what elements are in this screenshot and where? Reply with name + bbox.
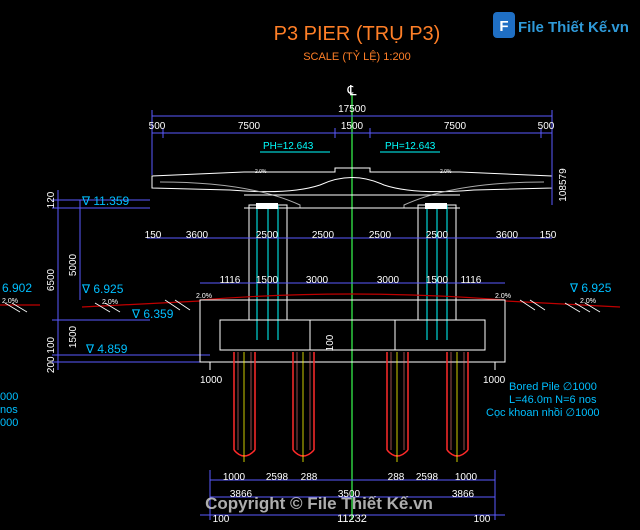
watermark-text: File Thiết Kế.vn (518, 19, 629, 36)
bottom-dim-9: 3866 (452, 489, 475, 500)
top-dim-lines (151, 110, 553, 175)
drawing-scale: SCALE (TỶ LỆ) 1:200 (303, 50, 411, 63)
ph-label-left: PH=12.643 (263, 141, 314, 152)
pier-columns (248, 203, 457, 340)
footing-dim-2: 1500 (256, 275, 279, 286)
bottom-dim-4: 288 (388, 472, 405, 483)
pile-4 (446, 352, 469, 462)
dim-top-seg-3: 1500 (341, 121, 364, 132)
dim-footing: 1500 (68, 325, 79, 348)
watermark-logo: F File Thiết Kế.vn (493, 12, 629, 38)
elev-footing-bottom: ∇ 4.859 (85, 342, 128, 356)
pile-note-2: L=46.0m N=6 nos (509, 394, 597, 406)
beam-dim-8: 150 (540, 230, 557, 241)
footing-dim-6: 1116 (461, 275, 482, 286)
dim-top-seg-5: 500 (538, 121, 555, 132)
pile-hatch (237, 352, 465, 450)
ground-lines (0, 293, 621, 308)
footing-dim-4: 3000 (377, 275, 400, 286)
cap-slope-right: 2.0% (440, 169, 452, 175)
elev-ground-far-left: 6.902 (2, 281, 32, 295)
cap-slope-left: 2.0% (255, 169, 267, 175)
footing-dim-5: 1500 (426, 275, 449, 286)
pile-3 (386, 352, 409, 462)
dim-base: 200 100 (46, 336, 57, 373)
elev-ground-left: ∇ 6.925 (81, 282, 124, 296)
pile-1 (233, 352, 256, 462)
beam-dim-4: 2500 (312, 230, 335, 241)
footing-dim-1: 1116 (220, 275, 241, 286)
ph-label-right: PH=12.643 (385, 141, 436, 152)
left-partial-2: nos (0, 404, 18, 416)
bottom-dim-5: 2598 (416, 472, 439, 483)
slope-right-2: 2.0% (580, 298, 596, 305)
bottom-dim-12: 100 (474, 514, 491, 525)
dim-col-height: 5000 (68, 253, 79, 276)
bottom-dim-8: 3500 (338, 489, 361, 500)
bottom-dim-2: 2598 (266, 472, 289, 483)
footing-dim-3: 3000 (306, 275, 329, 286)
bottom-dim-6: 1000 (455, 472, 478, 483)
centerline-symbol: ℄ (347, 82, 357, 98)
pile-note-3: Cọc khoan nhồi ∅1000 (486, 407, 600, 419)
elev-footing-top: ∇ 6.359 (131, 307, 174, 321)
bored-piles (233, 352, 469, 462)
dim-top-seg-1: 500 (149, 121, 166, 132)
beam-dim-7: 3600 (496, 230, 519, 241)
beam-dim-3: 2500 (256, 230, 279, 241)
beam-dim-6: 2500 (426, 230, 449, 241)
copyright-text: Copyright © File Thiết Kế.vn (205, 494, 433, 513)
pile-2 (292, 352, 315, 462)
ground-hatch (4, 299, 601, 313)
slope-left-1: 2.0% (2, 298, 18, 305)
dim-top-seg-2: 7500 (238, 121, 261, 132)
bottom-dim-10: 100 (213, 514, 230, 525)
dim-cap-left: 120 (46, 191, 57, 208)
left-partial-3: 000 (0, 417, 18, 429)
bottom-dim-3: 288 (301, 472, 318, 483)
pile-note-1: Bored Pile ∅1000 (509, 381, 597, 393)
elev-ground-right: ∇ 6.925 (569, 281, 612, 295)
dim-left-1000: 1000 (200, 375, 223, 386)
left-partial-1: 000 (0, 391, 18, 403)
pile-inner-dim: 100 (325, 334, 336, 351)
bottom-dim-7: 3866 (230, 489, 253, 500)
dim-top-seg-4: 7500 (444, 121, 467, 132)
bottom-dim-11: 11232 (337, 513, 367, 525)
dim-overall-width: 17500 (338, 104, 366, 115)
beam-dim-5: 2500 (369, 230, 392, 241)
left-dim-lines (52, 190, 210, 370)
drawing-title: P3 PIER (TRỤ P3) (274, 23, 441, 45)
svg-text:F: F (499, 18, 508, 35)
bottom-dim-1: 1000 (223, 472, 246, 483)
dim-right-1000: 1000 (483, 375, 506, 386)
beam-dim-2: 3600 (186, 230, 209, 241)
slope-right-1: 2.0% (495, 293, 511, 300)
dim-cap-right: 108579 (558, 168, 569, 202)
bottom-dim-lines (200, 470, 505, 520)
slope-mid: 2.0% (196, 293, 212, 300)
slope-left-2: 2.0% (102, 299, 118, 306)
dim-total-height: 6500 (46, 268, 57, 291)
elev-top: ∇ 11.359 (81, 194, 130, 208)
beam-dim-1: 150 (145, 230, 162, 241)
